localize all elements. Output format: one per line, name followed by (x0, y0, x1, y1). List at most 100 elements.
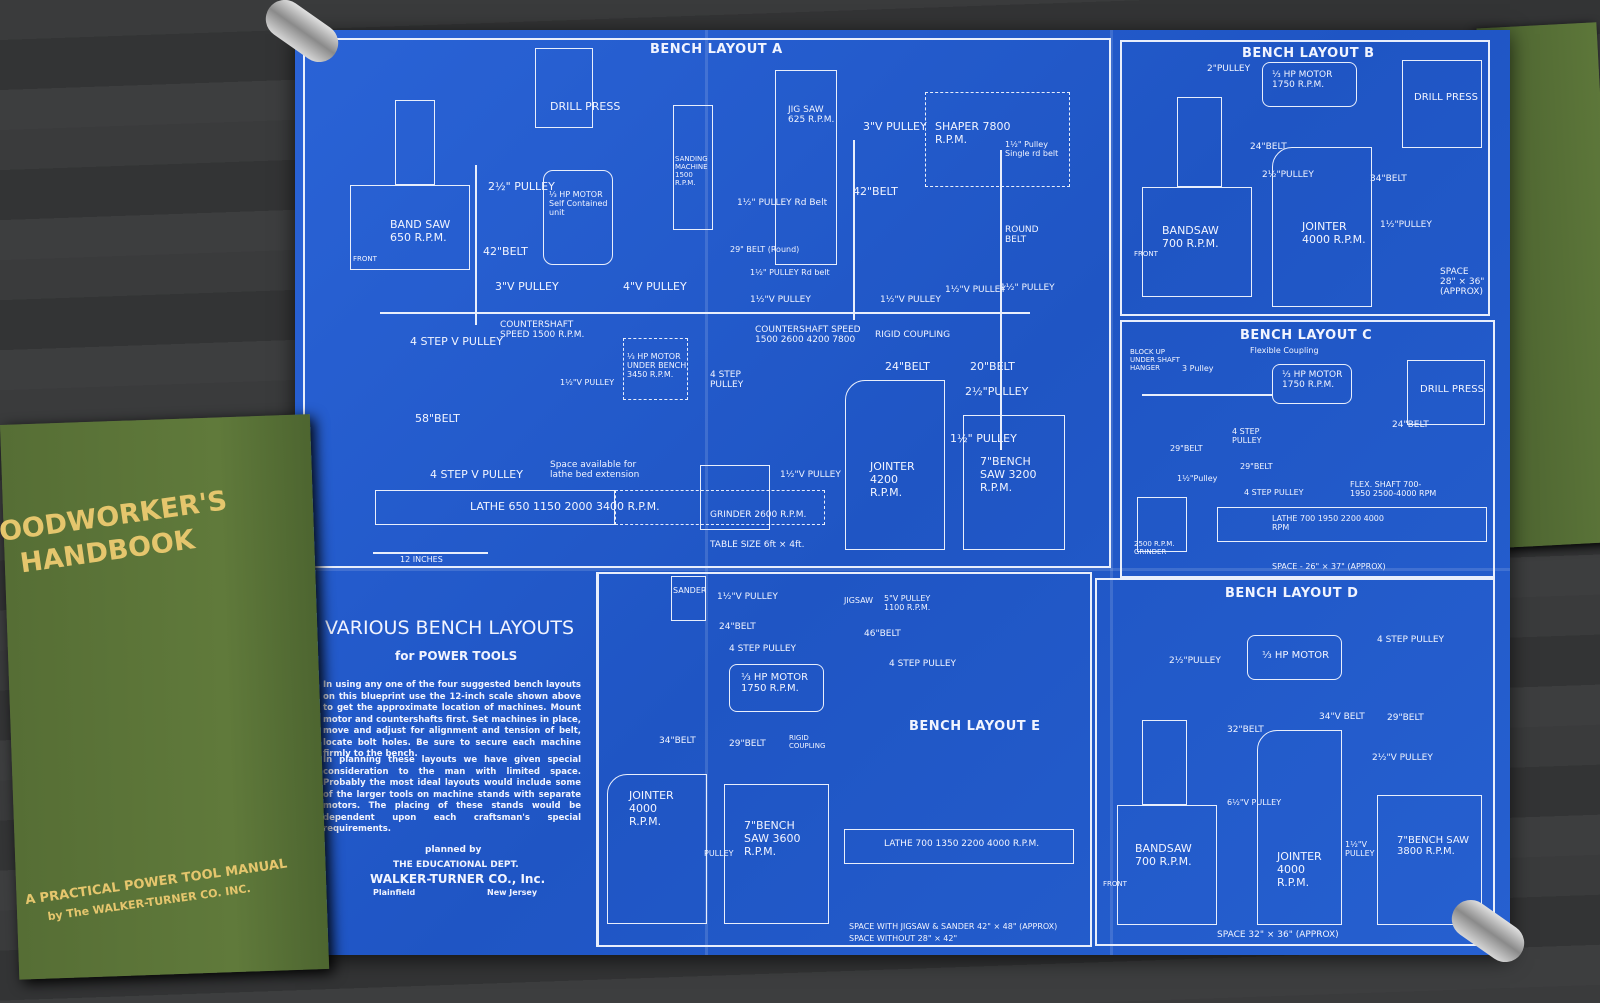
label: LATHE 700 1950 2200 4000 RPM (1272, 514, 1384, 532)
label: 1½"V PULLEY (560, 378, 615, 387)
layout-b-title: BENCH LAYOUT B (1242, 46, 1375, 61)
label: JIG SAW 625 R.P.M. (788, 105, 835, 125)
label: ROUND BELT (1005, 225, 1039, 245)
label: LATHE 700 1350 2200 4000 R.P.M. (884, 839, 1040, 849)
label: 1½" PULLEY (1000, 283, 1055, 293)
label: ⅓ HP MOTOR UNDER BENCH 3450 R.P.M. (627, 352, 687, 379)
label: 7"BENCH SAW 3800 R.P.M. (1397, 835, 1470, 857)
label: JOINTER 4000 R.P.M. (1277, 850, 1322, 889)
label: 4 STEP PULLEY (1377, 635, 1444, 645)
fold-line (295, 568, 1510, 571)
label: FRONT (1134, 250, 1158, 258)
label: JOINTER 4000 R.P.M. (1302, 220, 1366, 246)
label: 29"BELT (1170, 444, 1203, 453)
label: 1½"V PULLEY (717, 592, 778, 602)
label: GRINDER 2600 R.P.M. (710, 510, 807, 520)
layout-c-title: BENCH LAYOUT C (1240, 328, 1373, 343)
label: SPACE - 26" × 37" (APPROX) (1272, 562, 1386, 571)
label: 24"BELT (885, 360, 930, 373)
label: 3"V PULLEY (863, 120, 927, 133)
intro-title: VARIOUS BENCH LAYOUTS (325, 617, 575, 639)
label: ⅓ HP MOTOR (1262, 650, 1330, 661)
label: ⅓ HP MOTOR 1750 R.P.M. (1282, 370, 1343, 390)
label: BAND SAW 650 R.P.M. (390, 218, 451, 244)
label: 1½" Pulley Single rd belt (1005, 140, 1059, 158)
label: ⅓ HP MOTOR Self Contained unit (549, 190, 608, 217)
label: SANDER (673, 586, 707, 595)
label: FRONT (1103, 880, 1127, 888)
intro-panel: VARIOUS BENCH LAYOUTS for POWER TOOLS In… (303, 572, 598, 947)
fold-line (1110, 30, 1113, 955)
label: 32"BELT (1227, 725, 1264, 735)
label: TABLE SIZE 6ft × 4ft. (710, 540, 805, 550)
label: 42"BELT (853, 185, 898, 198)
label: 6½"V PULLEY (1227, 798, 1282, 807)
label: 3"V PULLEY (495, 280, 559, 293)
label: PULLEY (704, 849, 734, 858)
label: 1½"V PULLEY (1345, 840, 1375, 858)
dept: THE EDUCATIONAL DEPT. (393, 860, 519, 870)
label: RIGID COUPLING (789, 734, 826, 750)
bench-layout-a: BENCH LAYOUT A DRILL PRESS ⅓ HP MOTOR Se… (303, 38, 1111, 568)
label: 2½"PULLEY (1169, 656, 1221, 666)
label: 24"BELT (1392, 420, 1429, 430)
label: COUNTERSHAFT SPEED 1500 R.P.M. (500, 320, 585, 340)
label: SPACE 32" × 36" (APPROX) (1217, 930, 1339, 940)
label: JOINTER 4000 R.P.M. (629, 789, 674, 828)
label: 3 Pulley (1182, 364, 1214, 373)
label: SPACE WITHOUT 28" × 42" (849, 934, 958, 943)
layout-a-title: BENCH LAYOUT A (650, 42, 783, 57)
planned-by: planned by (425, 845, 482, 855)
label: 2½"PULLEY (1262, 170, 1314, 180)
label: BANDSAW 700 R.P.M. (1162, 224, 1219, 250)
label: 34"V BELT (1319, 712, 1365, 722)
city: Plainfield (373, 888, 416, 897)
woodworkers-handbook: OODWORKER'S HANDBOOK A PRACTICAL POWER T… (0, 414, 330, 980)
state: New Jersey (487, 888, 538, 897)
label: 46"BELT (864, 629, 901, 639)
label: 34"BELT (659, 736, 696, 746)
label: 1½"Pulley (1177, 474, 1218, 483)
label: 34"BELT (1370, 174, 1407, 184)
label: 4 STEP V PULLEY (430, 468, 523, 481)
label: 1½" PULLEY Rd belt (750, 268, 830, 277)
label: 4 STEP PULLEY (729, 644, 796, 654)
fold-line (705, 30, 708, 955)
label: 29"BELT (1387, 713, 1424, 723)
label: 20"BELT (970, 360, 1015, 373)
label: RIGID COUPLING (875, 330, 951, 340)
label: 1½" PULLEY Rd Belt (737, 198, 828, 208)
label: DRILL PRESS (1414, 92, 1478, 103)
scale-label: 12 INCHES (400, 555, 443, 564)
label: 5"V PULLEY 1100 R.P.M. (884, 594, 931, 612)
label: SANDING MACHINE 1500 R.P.M. (675, 155, 708, 187)
label: 2500 R.P.M. GRINDER (1134, 540, 1175, 556)
intro-subtitle: for POWER TOOLS (395, 649, 518, 663)
intro-paragraph: In using any one of the four suggested b… (323, 680, 581, 759)
label: 2½"PULLEY (965, 385, 1029, 398)
label: ⅓ HP MOTOR 1750 R.P.M. (741, 672, 809, 694)
label: 24"BELT (719, 622, 756, 632)
label: Flexible Coupling (1250, 346, 1319, 355)
label: 4 STEP PULLEY (1232, 427, 1262, 445)
label: 7"BENCH SAW 3600 R.P.M. (744, 819, 801, 858)
label: 1½"PULLEY (1380, 220, 1432, 230)
intro-paragraph: In planning these layouts we have given … (323, 755, 581, 834)
label: 29"BELT (729, 739, 766, 749)
label: 4 STEP PULLEY (889, 659, 956, 669)
label: 2½"V PULLEY (1372, 753, 1433, 763)
label: 4 STEP PULLEY (1244, 488, 1304, 497)
label: SPACE WITH JIGSAW & SANDER 42" × 48" (AP… (849, 922, 1058, 931)
label: 4 STEP V PULLEY (410, 335, 503, 348)
label: BLOCK UP UNDER SHAFT HANGER (1130, 348, 1180, 372)
layout-d-title: BENCH LAYOUT D (1225, 586, 1359, 601)
bench-layout-d: BENCH LAYOUT D 2½"PULLEY ⅓ HP MOTOR 4 ST… (1095, 578, 1495, 946)
label: 1½"V PULLEY (945, 285, 1006, 295)
label: 4"V PULLEY (623, 280, 687, 293)
label: Space available for lathe bed extension (550, 460, 640, 480)
label: DRILL PRESS (1420, 384, 1484, 395)
label: 4 STEP PULLEY (710, 370, 744, 390)
bench-layout-e: SANDER 1½"V PULLEY 24"BELT 4 STEP PULLEY… (597, 572, 1092, 947)
label: 29" BELT (Round) (730, 245, 800, 254)
label: 58"BELT (415, 412, 460, 425)
